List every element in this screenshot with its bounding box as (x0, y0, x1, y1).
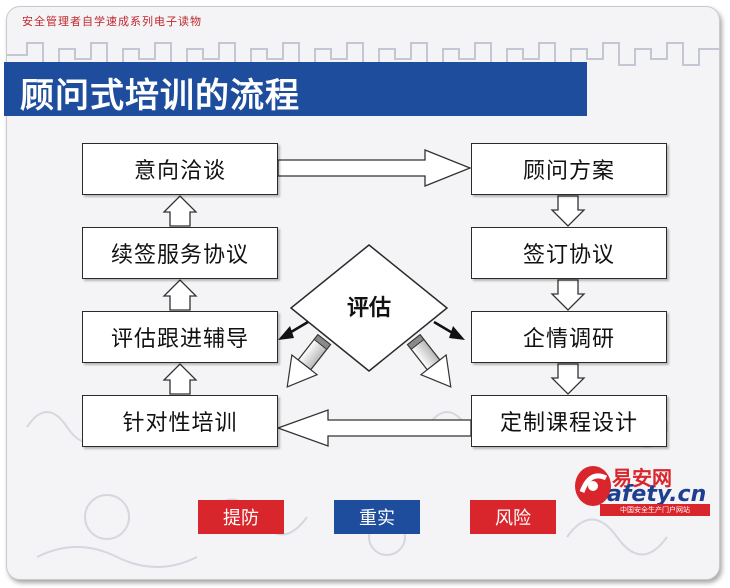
header-caption: 安全管理者自学速成系列电子读物 (22, 15, 202, 28)
black-arrow-left (278, 320, 309, 340)
box-consulting-plan: 顾问方案 (471, 143, 667, 195)
arrow-up-3 (162, 363, 198, 395)
footer-button-risk: 风险 (470, 500, 556, 534)
arrow-right-top (277, 149, 472, 187)
arrow-up-2 (162, 279, 198, 311)
top-pattern-decoration (7, 42, 719, 66)
footer-button-practical: 重实 (334, 500, 420, 534)
evaluation-diamond (289, 244, 449, 372)
box-evaluation-followup: 评估跟进辅导 (82, 311, 278, 363)
page-title: 顾问式培训的流程 (20, 76, 300, 116)
footer-button-prevent: 提防 (198, 500, 284, 534)
pencil-arrow-right (406, 333, 452, 388)
arrow-left-bottom (276, 409, 472, 447)
arrow-down-1 (550, 195, 586, 227)
arrow-down-2 (550, 279, 586, 311)
box-custom-course-design: 定制课程设计 (471, 395, 667, 447)
box-targeted-training: 针对性培训 (82, 395, 278, 447)
box-company-research: 企情调研 (471, 311, 667, 363)
title-bar: 顾问式培训的流程 (4, 62, 587, 116)
box-sign-agreement: 签订协议 (471, 227, 667, 279)
pencil-arrow-left (286, 333, 332, 388)
safety-logo-icon (575, 466, 611, 506)
logo-domain: afety.cn (607, 482, 707, 507)
black-arrow-right (433, 320, 465, 340)
logo-tagline: 中国安全生产门户网站 (600, 504, 710, 516)
logo-chinese-name: 易安网 (612, 466, 672, 490)
box-intent-talk: 意向洽谈 (82, 143, 278, 195)
box-renew-agreement: 续签服务协议 (82, 227, 278, 279)
center-evaluation-label: 评估 (346, 296, 391, 321)
arrow-down-3 (550, 363, 586, 395)
arrow-up-1 (162, 195, 198, 227)
